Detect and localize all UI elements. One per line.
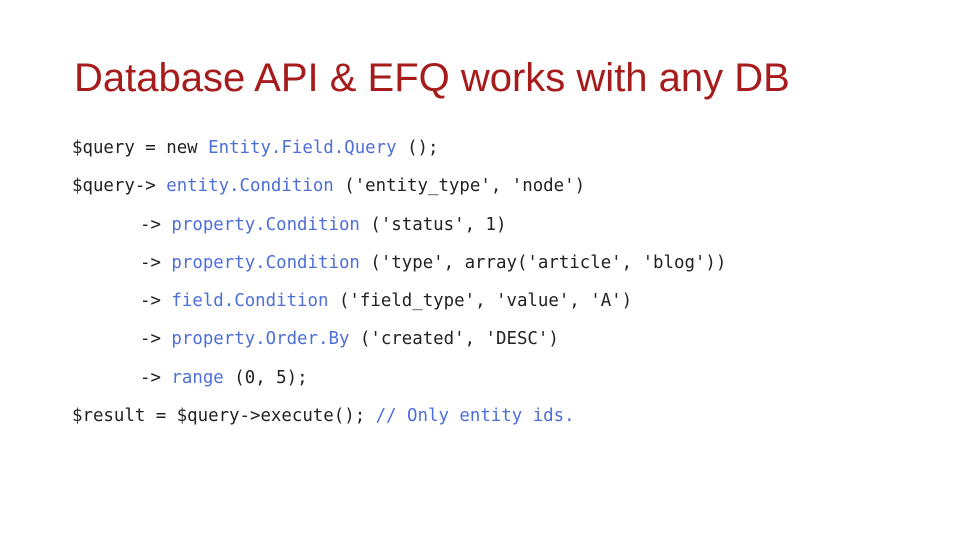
code-text: $query-> bbox=[72, 176, 167, 197]
code-text: $result = $query->execute(); bbox=[72, 406, 376, 427]
code-line: $result = $query->execute(); // Only ent… bbox=[72, 402, 726, 440]
code-line: -> property.Condition ('type', array('ar… bbox=[72, 249, 726, 287]
code-line: -> property.Order.By ('created', 'DESC') bbox=[72, 325, 726, 363]
code-method-name: property.Condition bbox=[171, 252, 360, 273]
code-method-name: property.Order.By bbox=[171, 329, 350, 350]
code-text: -> bbox=[140, 252, 172, 273]
code-line: -> range (0, 5); bbox=[72, 364, 726, 402]
code-text: (0, 5); bbox=[223, 367, 308, 388]
slide-title: Database API & EFQ works with any DB bbox=[74, 56, 790, 100]
code-line: $query = new Entity.Field.Query (); bbox=[72, 134, 726, 172]
code-class-name: Entity.Field.Query bbox=[208, 138, 397, 158]
code-text: -> bbox=[140, 329, 172, 350]
code-text: ('status', 1) bbox=[359, 214, 507, 235]
code-text: ('field_type', 'value', 'A') bbox=[328, 291, 633, 312]
code-text: ('created', 'DESC') bbox=[349, 329, 559, 350]
code-line: -> property.Condition ('status', 1) bbox=[72, 211, 726, 249]
code-text: -> bbox=[140, 367, 172, 388]
code-method-name: field.Condition bbox=[171, 291, 329, 312]
code-method-name: range bbox=[171, 367, 224, 388]
code-text: -> bbox=[140, 291, 172, 312]
code-comment: // Only entity ids. bbox=[375, 406, 575, 427]
code-line: -> field.Condition ('field_type', 'value… bbox=[72, 287, 726, 325]
code-text: (); bbox=[396, 138, 439, 158]
code-method-name: property.Condition bbox=[171, 214, 360, 235]
code-block: $query = new Entity.Field.Query (); $que… bbox=[72, 134, 726, 440]
code-text: $query = new bbox=[72, 138, 209, 158]
code-text: -> bbox=[140, 214, 172, 235]
code-text: ('entity_type', 'node') bbox=[333, 176, 586, 197]
code-line: $query-> entity.Condition ('entity_type'… bbox=[72, 172, 726, 210]
code-method-name: entity.Condition bbox=[166, 176, 334, 197]
code-text: ('type', array('article', 'blog')) bbox=[359, 252, 727, 273]
